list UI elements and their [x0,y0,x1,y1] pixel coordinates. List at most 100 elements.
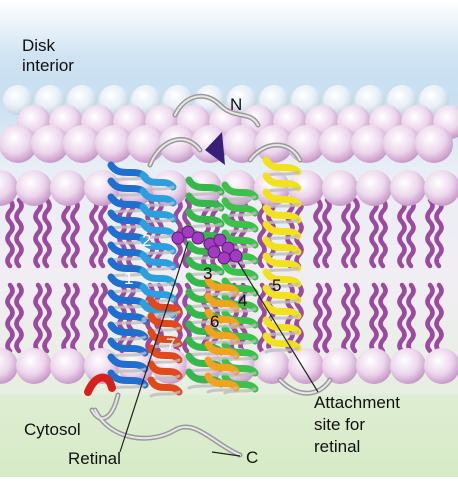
retinal-pointer-line [119,241,189,453]
retinal-atom [171,231,185,245]
helix-turn [221,181,259,201]
lipid-head [159,125,197,163]
lipid-tail [322,197,332,269]
lipid-tail [313,197,323,269]
cytosol-region [0,395,458,477]
helix-turn [221,341,259,361]
lipid-tail [33,282,43,354]
lipid-tail [42,282,52,354]
protein-loop-highlight [279,379,331,395]
lipid-tail [369,197,379,269]
retinal-atom [229,249,243,263]
helix-turn [147,296,183,316]
helix-turn [262,220,302,240]
helix-turn [147,376,183,396]
helix-turn [221,309,259,329]
lipid-head [424,348,458,384]
helix-turn [139,283,177,303]
helix-3-label: 3 [203,264,213,283]
helix-turn [221,357,259,377]
attachment-pointer-line [237,261,319,393]
retinal-atom [217,251,231,265]
helix-turn [139,267,177,287]
lipid-head [356,170,392,206]
lipid-head [0,170,18,206]
helix-turn [107,353,149,373]
lipid-head [322,348,358,384]
helix-turn [204,292,240,312]
lipid-head [319,125,357,163]
helix-turn [139,187,177,207]
helix-turn [139,203,177,223]
lipid-tail [397,282,407,354]
helix-turn [262,236,302,256]
helix-turn [262,332,302,352]
helix-turn [221,229,259,249]
helix-7-label: 7 [166,335,176,354]
lipid-tail [369,282,379,354]
lipid-tail [341,197,351,269]
cytosol-label: Cytosol [24,420,81,439]
lipid-tail [425,282,435,354]
helix-turn [107,321,149,341]
disk-interior-label: Disk interior [22,36,74,75]
helix-1-label: 1 [124,269,134,288]
helix-turn [262,204,302,224]
lipid-tail [350,282,360,354]
lipid-tail [341,282,351,354]
helix-turn [204,276,240,296]
lipid-head [288,170,324,206]
helix-turn [139,235,177,255]
lipid-tail [406,197,416,269]
helix-back [223,387,257,395]
lipid-head [415,125,453,163]
protein-loop-highlight [149,138,201,166]
lipid-tail [378,197,388,269]
lipid-tail [313,282,323,354]
n-terminus-strand [205,132,225,165]
helix-turn [139,219,177,239]
lipid-head [390,170,426,206]
attachment-site-label: Attachment site for retinal [314,393,400,456]
helix-back [206,386,238,394]
lipid-tail [33,197,43,269]
lipid-head [351,125,389,163]
c-segment [84,373,116,396]
protein-loop-highlight [249,144,301,161]
helix-turn [147,312,183,332]
helix-turn [262,252,302,272]
lipid-tail [61,197,71,269]
helix-turn [204,372,240,392]
lipid-head [31,125,69,163]
retinal-label: Retinal [68,449,121,468]
lipid-tail [14,197,24,269]
lipid-tail [98,282,108,354]
protein-loop-highlight [94,409,241,456]
helix-turn [139,251,177,271]
helix-back [141,313,175,321]
helix-turn [221,373,259,393]
lipid-tail [89,282,99,354]
helix-turn [262,156,302,176]
helix-6-label: 6 [210,312,220,331]
lipid-head [288,348,324,384]
helix-turn [221,261,259,281]
label-pointers [119,241,319,457]
helix-turn [204,324,240,344]
helix-4-label: 4 [238,291,248,310]
helix-turn [262,300,302,320]
lipid-head [390,348,426,384]
lipid-head [424,170,458,206]
lipid-tail [434,282,444,354]
helix-back [149,390,181,398]
lipid-tail [98,197,108,269]
lipid-tail [42,197,52,269]
lipid-tail [397,197,407,269]
retinal-atom [207,245,221,259]
lipid-head [254,348,290,384]
helix-turn [204,308,240,328]
helix-6 [204,276,240,394]
c-terminus-label: C [246,448,259,467]
